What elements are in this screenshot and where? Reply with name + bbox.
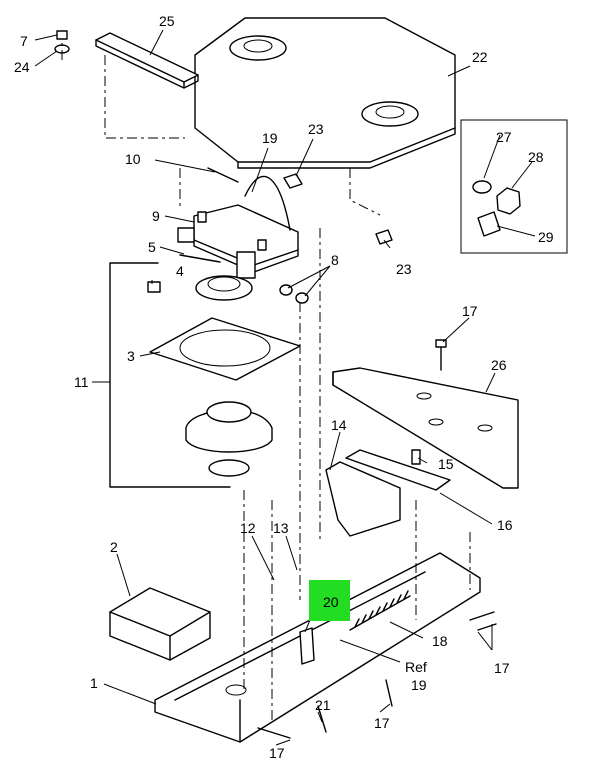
- callout-17-bottom: 17: [269, 745, 285, 761]
- callout-18: 18: [432, 633, 448, 649]
- callout-16: 16: [497, 517, 513, 533]
- callout-20: 20: [323, 594, 339, 610]
- callout-24: 24: [14, 59, 30, 75]
- callout-4: 4: [176, 263, 184, 279]
- part-16-bracket: [345, 449, 451, 491]
- part-3-gasket: [149, 317, 301, 381]
- callout-14: 14: [331, 417, 347, 433]
- callout-23-right: 23: [396, 261, 412, 277]
- callout-12: 12: [240, 520, 256, 536]
- callout-5: 5: [148, 239, 156, 255]
- callout-26: 26: [491, 357, 507, 373]
- callout-25: 25: [159, 13, 175, 29]
- callout-3: 3: [127, 348, 135, 364]
- callout-28: 28: [528, 149, 544, 165]
- callout-21: 21: [315, 697, 331, 713]
- part-14-channel: [325, 461, 401, 537]
- diaphragm-chamber: [185, 401, 273, 477]
- callout-9: 9: [152, 208, 160, 224]
- callout-13: 13: [273, 520, 289, 536]
- part-28-nut: [496, 187, 521, 215]
- callout-19-bottom: 19: [411, 677, 427, 693]
- assembly-lines: [61, 40, 471, 720]
- callout-19-top: 19: [262, 130, 278, 146]
- callout-17-right: 17: [494, 660, 510, 676]
- callout-29: 29: [538, 229, 554, 245]
- part-2-cover-block: [109, 587, 211, 661]
- part-17-bolts: [257, 339, 497, 739]
- callout-27: 27: [496, 129, 512, 145]
- callout-23-top: 23: [308, 121, 324, 137]
- part-20-clip: [299, 627, 315, 665]
- callout-10: 10: [125, 151, 141, 167]
- callout-8: 8: [331, 252, 339, 268]
- part-5-screw: [179, 254, 221, 263]
- part-29-bushing: [477, 211, 501, 237]
- callout-7: 7: [20, 33, 28, 49]
- part-7-nut: [56, 30, 68, 40]
- callout-11: 11: [74, 374, 89, 390]
- part-27-washer: [472, 180, 492, 194]
- part-20-highlight: [309, 580, 350, 621]
- part-18-spring: [349, 590, 411, 631]
- part-4-nut: [147, 281, 161, 293]
- part-19-hose: [244, 175, 291, 231]
- leader-lines: [34, 29, 536, 746]
- part-22-octagonal-cover: [194, 17, 456, 169]
- gauge-head: [195, 275, 253, 301]
- inset-detail-box: [460, 119, 568, 254]
- callout-17-mid: 17: [374, 715, 390, 731]
- callout-22: 22: [472, 49, 488, 65]
- callout-labels: 7 24 25 22 19 23 10 9 5 4 8 23 3 11 26 1…: [14, 13, 554, 761]
- part-21-bolt: [317, 705, 327, 733]
- part-25-strap: [95, 32, 199, 89]
- part-9-valve-body: [177, 204, 299, 279]
- part-11-assembly-bracket: [109, 262, 231, 488]
- callout-17-top: 17: [462, 303, 478, 319]
- callout-1: 1: [90, 675, 98, 691]
- part-8-grommets: [279, 284, 309, 304]
- callout-15: 15: [438, 456, 454, 472]
- callout-ref: Ref: [405, 659, 427, 675]
- part-10-pin: [207, 167, 239, 183]
- part-26-bracket-plate: [332, 367, 519, 489]
- part-23-clip: [283, 173, 393, 245]
- callout-2: 2: [110, 539, 118, 555]
